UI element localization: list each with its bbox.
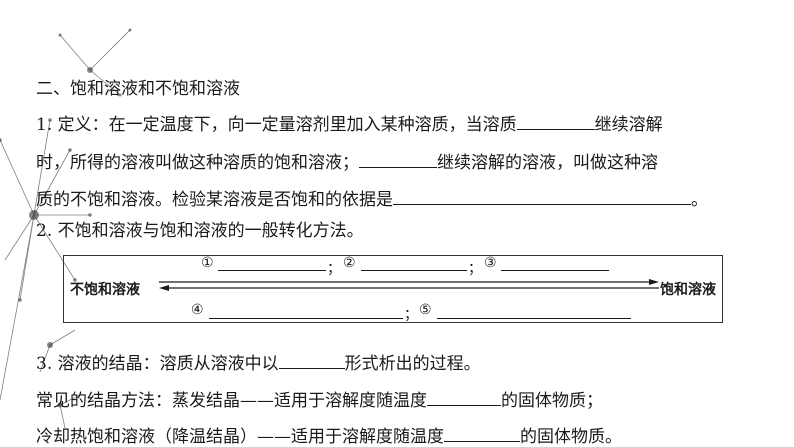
method-5-blank[interactable]	[437, 300, 631, 319]
definition-line-2: 时，所得的溶液叫做这种溶质的饱和溶液； 继续溶解的溶液，叫做这种溶	[36, 148, 658, 173]
definition-line-1: 1. 定义：在一定温度下，向一定量溶剂里加入某种溶质，当溶质 继续溶解	[36, 110, 663, 135]
separator: ；	[327, 261, 341, 277]
definition-text: 质的不饱和溶液。检验某溶液是否饱和的依据是	[36, 190, 393, 210]
conversion-diagram: 不饱和溶液 饱和溶液 ① ； ② ； ③ ④ ； ⑤	[63, 255, 723, 323]
crystallization-text: 3. 溶液的结晶：溶质从溶液中以	[36, 354, 279, 374]
crystallization-line-2: 常见的结晶方法：蒸发结晶——适用于溶解度随温度 的固体物质；	[36, 386, 603, 411]
separator: ；	[404, 307, 418, 323]
answer-blank-evaporation[interactable]	[427, 387, 501, 406]
method-3-marker: ③	[484, 255, 497, 271]
definition-text: 继续溶解的溶液，叫做这种溶	[437, 153, 658, 173]
method-2-blank[interactable]	[361, 252, 467, 271]
crystallization-line-1: 3. 溶液的结晶：溶质从溶液中以 形式析出的过程。	[36, 349, 481, 374]
answer-blank-3[interactable]	[393, 186, 691, 205]
method-2-marker: ②	[343, 255, 356, 271]
conversion-arrows	[159, 279, 659, 291]
separator: ；	[468, 261, 482, 277]
method-1-marker: ①	[201, 255, 214, 271]
method-4-blank[interactable]	[209, 300, 403, 319]
definition-text: 1. 定义：在一定温度下，向一定量溶剂里加入某种溶质，当溶质	[36, 115, 517, 135]
section-heading: 二、饱和溶液和不饱和溶液	[36, 79, 240, 99]
saturated-label: 饱和溶液	[660, 282, 716, 298]
method-3-blank[interactable]	[501, 252, 609, 271]
crystallization-text: 形式析出的过程。	[344, 354, 481, 374]
method-4-marker: ④	[191, 302, 204, 318]
crystallization-text: 冷却热饱和溶液（降温结晶）——适用于溶解度随温度	[36, 427, 444, 447]
definition-text: 。	[691, 190, 708, 210]
crystallization-text: 的固体物质。	[520, 427, 622, 447]
crystallization-text: 的固体物质；	[501, 391, 603, 411]
answer-blank-form[interactable]	[278, 350, 345, 369]
conversion-title: 2. 不饱和溶液与饱和溶液的一般转化方法。	[36, 221, 364, 241]
unsaturated-label: 不饱和溶液	[70, 282, 140, 298]
crystallization-line-3: 冷却热饱和溶液（降温结晶）——适用于溶解度随温度 的固体物质。	[36, 422, 622, 447]
method-5-marker: ⑤	[419, 302, 432, 318]
answer-blank-1[interactable]	[516, 111, 595, 130]
method-1-blank[interactable]	[218, 252, 326, 271]
answer-blank-2[interactable]	[359, 149, 437, 168]
crystallization-text: 常见的结晶方法：蒸发结晶——适用于溶解度随温度	[36, 391, 427, 411]
definition-text: 时，所得的溶液叫做这种溶质的饱和溶液；	[36, 153, 359, 173]
definition-line-3: 质的不饱和溶液。检验某溶液是否饱和的依据是 。	[36, 185, 708, 210]
answer-blank-cooling[interactable]	[444, 423, 520, 442]
definition-text: 继续溶解	[594, 115, 663, 135]
